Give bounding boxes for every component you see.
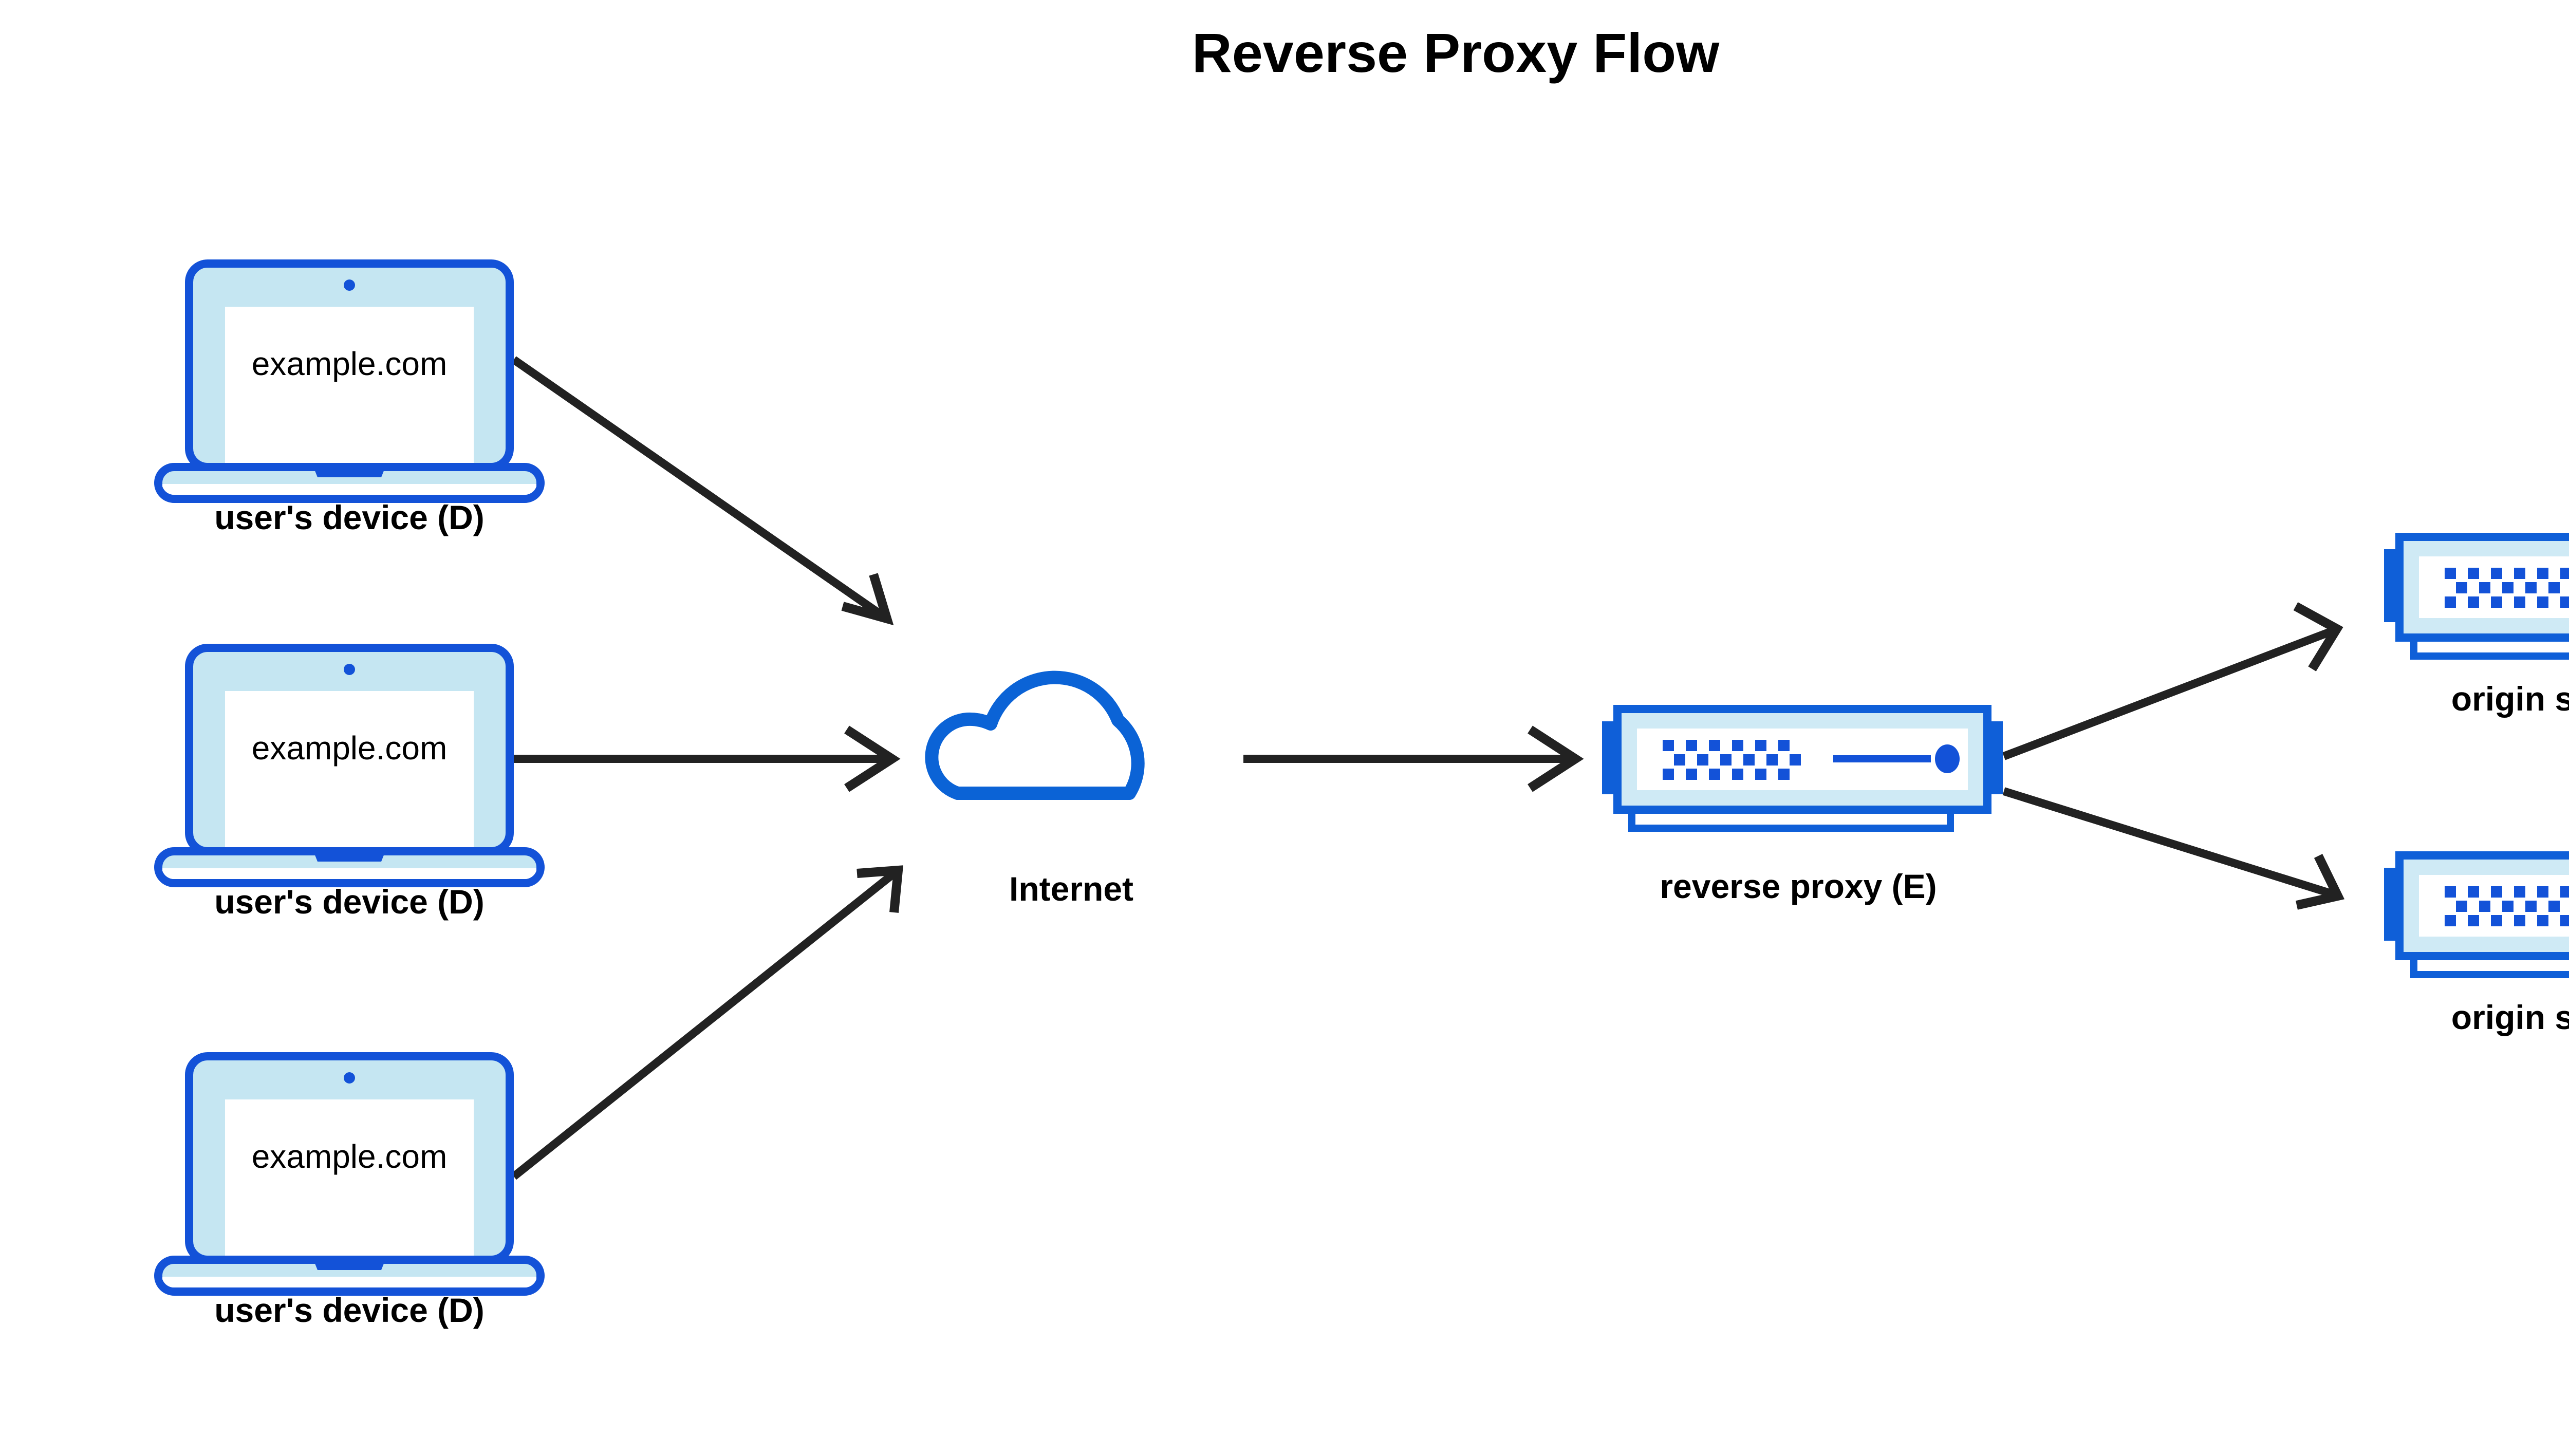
node-client-bottom[interactable]: example.com user's device (D) [158, 1056, 541, 1329]
edge-proxy-to-origin-bottom [2002, 787, 2345, 910]
edge-client-bottom-to-internet [511, 865, 903, 1180]
client-top-screen-text: example.com [252, 345, 448, 382]
edges-layer [511, 356, 2345, 1180]
client-top-label: user's device (D) [214, 498, 485, 536]
client-bottom-label: user's device (D) [214, 1291, 485, 1329]
edge-client-top-to-internet [511, 356, 894, 626]
edge-client-middle-to-internet [514, 725, 901, 792]
edge-internet-to-proxy [1243, 725, 1584, 792]
reverse-proxy-label: reverse proxy (E) [1660, 867, 1937, 905]
origin-bottom-label: origin server (F) [2451, 998, 2569, 1036]
node-client-middle[interactable]: example.com user's device (D) [158, 648, 541, 921]
internet-label: Internet [1009, 870, 1133, 908]
server-icon [2384, 855, 2569, 975]
page-title: Reverse Proxy Flow [1192, 22, 1720, 84]
client-bottom-screen-text: example.com [252, 1138, 448, 1175]
client-middle-label: user's device (D) [214, 883, 485, 921]
cloud-icon [932, 678, 1138, 793]
origin-top-label: origin server (F) [2451, 680, 2569, 718]
node-origin-bottom[interactable]: origin server (F) [2384, 855, 2569, 1036]
node-origin-top[interactable]: origin server (F) [2384, 537, 2569, 718]
node-client-top[interactable]: example.com user's device (D) [158, 264, 541, 536]
server-icon [2384, 537, 2569, 656]
server-icon [1602, 709, 2003, 828]
node-reverse-proxy[interactable]: reverse proxy (E) [1602, 709, 2003, 905]
node-internet[interactable]: Internet [932, 678, 1138, 908]
client-middle-screen-text: example.com [252, 730, 448, 767]
edge-proxy-to-origin-top [2002, 602, 2343, 760]
